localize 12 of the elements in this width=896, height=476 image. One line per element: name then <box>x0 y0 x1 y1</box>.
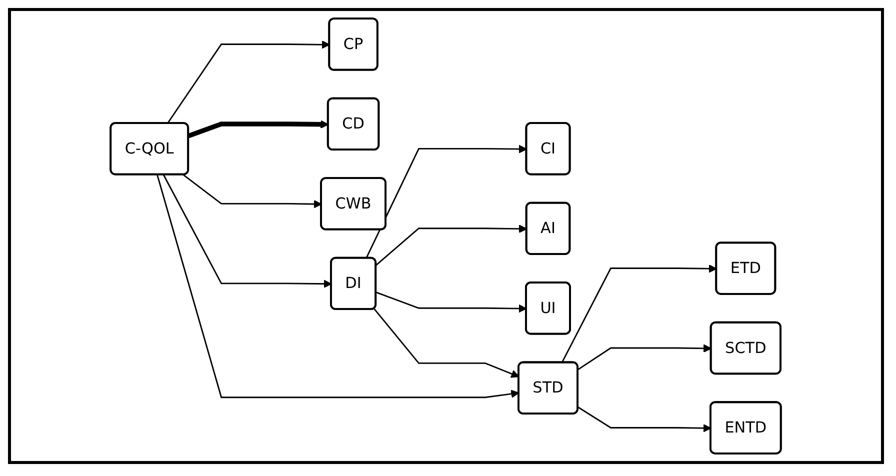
arrow <box>562 264 718 364</box>
arrow <box>374 308 520 378</box>
arrow <box>578 406 712 432</box>
arrow <box>578 344 712 370</box>
arrow <box>188 120 329 138</box>
arrow <box>376 292 528 313</box>
arrow <box>366 144 528 259</box>
arrow <box>376 224 528 266</box>
arrow <box>163 174 332 288</box>
arrow <box>156 174 520 398</box>
arrow <box>167 40 330 124</box>
arrow <box>183 174 322 208</box>
